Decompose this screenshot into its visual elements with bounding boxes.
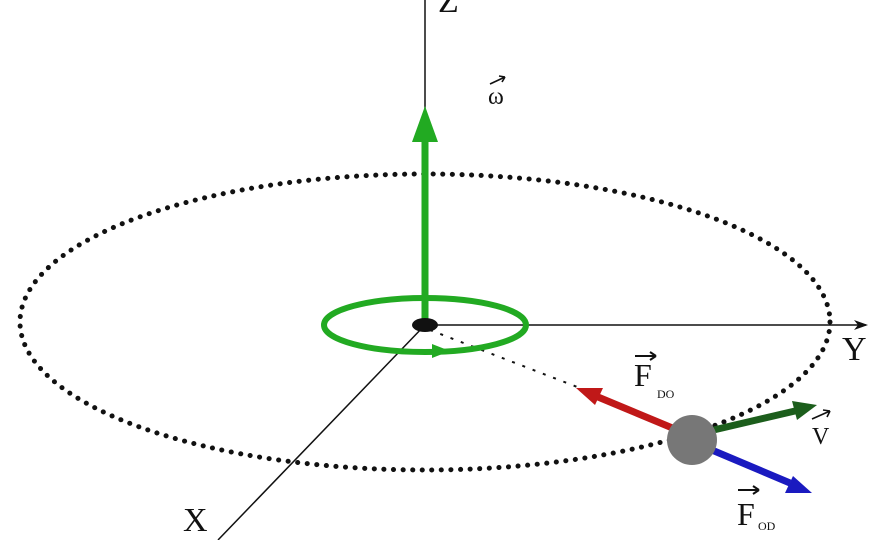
vector-arrow-icon: [489, 75, 506, 85]
f-od-label: F: [737, 496, 755, 532]
f-od-vector-shaft: [698, 441, 792, 487]
mass-ball: [667, 415, 717, 465]
omega-vector-arrowhead: [412, 106, 438, 142]
x-axis: [217, 324, 426, 540]
f-do-subscript: DO: [657, 387, 675, 401]
vector-arrow-icon: [738, 485, 760, 495]
f-od-vector-arrowhead: [785, 476, 812, 493]
vector-arrow-icon: [811, 409, 831, 420]
f-do-vector-shaft: [596, 393, 684, 436]
velocity-label: V: [812, 424, 830, 450]
z-axis-label: Z: [438, 0, 459, 20]
f-od-subscript: OD: [758, 519, 776, 533]
rotation-ring-arrowhead: [432, 344, 450, 358]
f-do-vector-arrowhead: [576, 388, 603, 405]
x-axis-label: X: [183, 502, 208, 539]
velocity-vector-arrowhead: [792, 401, 817, 420]
f-do-label: F: [634, 357, 652, 393]
y-axis-label: Y: [842, 331, 867, 368]
omega-label: ω: [488, 84, 504, 110]
vector-arrow-icon: [635, 351, 657, 361]
velocity-vector-shaft: [704, 407, 796, 436]
center-point: [412, 318, 438, 332]
